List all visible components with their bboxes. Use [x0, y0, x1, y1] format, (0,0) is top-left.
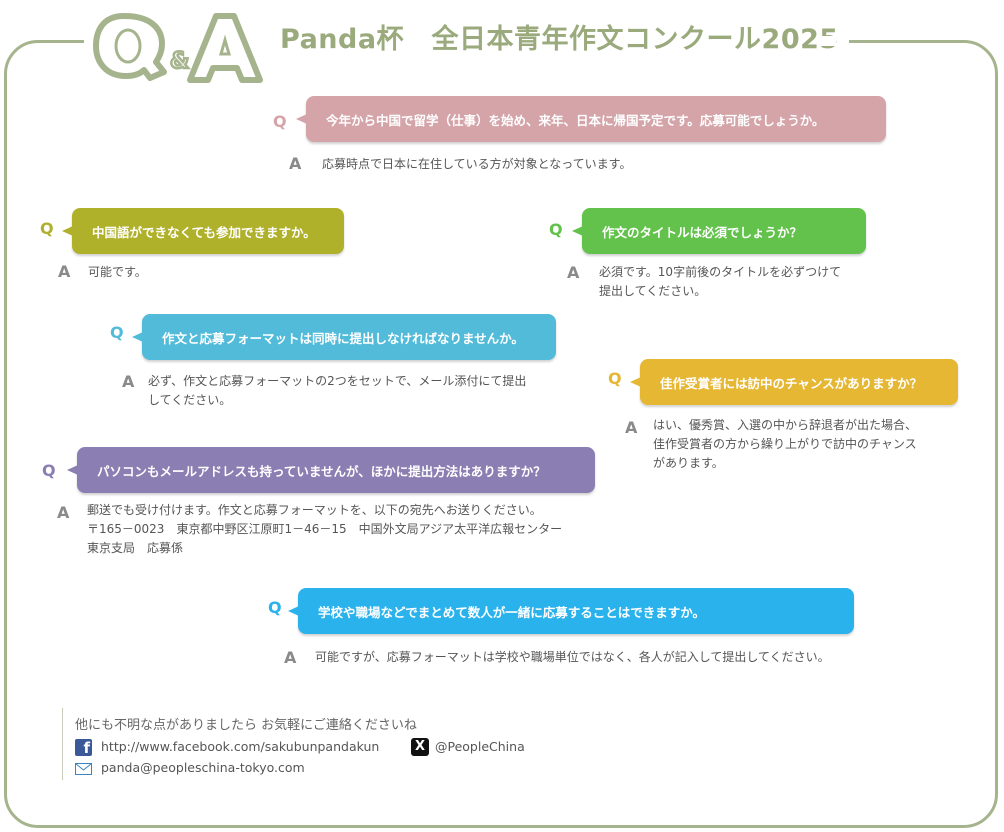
question-text: 佳作受賞者には訪中のチャンスがありますか？	[660, 375, 923, 391]
a-label: A	[284, 648, 297, 667]
question-text: 作文のタイトルは必須でしょうか？	[602, 224, 803, 240]
answer-line: 必ず、作文と応募フォーマットの2つをセットで、メール添付にて提出	[148, 374, 527, 388]
q-label: Q	[40, 219, 54, 238]
answer-line: 応募時点で日本に在住している方が対象となっています。	[322, 157, 632, 171]
a-label: A	[58, 262, 71, 281]
answer-line: 必須です。10字前後のタイトルを必ずつけて	[599, 265, 842, 279]
answer-line: 提出してください。	[599, 284, 707, 298]
title-gap	[820, 36, 836, 46]
facebook-icon[interactable]: f	[75, 739, 92, 756]
question-bubble: 佳作受賞者には訪中のチャンスがありますか？	[630, 359, 958, 405]
answer-text: 必須です。10字前後のタイトルを必ずつけて 提出してください。	[599, 263, 841, 301]
answer-line: 〒165－0023 東京都中野区江原町1－46－15 中国外文局アジア太平洋広報…	[87, 522, 563, 536]
q-label: Q	[110, 323, 124, 342]
question-text: 中国語ができなくても参加できますか。	[92, 224, 316, 240]
question-text: 作文と応募フォーマットは同時に提出しなければなりませんか。	[162, 330, 524, 346]
question-text: パソコンもメールアドレスも持っていませんが、ほかに提出方法はありますか？	[97, 463, 546, 479]
answer-line: 可能です。	[88, 265, 147, 279]
contact-intro: 他にも不明な点がありましたら お気軽にご連絡くださいね	[75, 718, 417, 733]
email-link[interactable]: panda@peopleschina-tokyo.com	[101, 760, 305, 775]
a-label: A	[567, 263, 580, 282]
question-text: 学校や職場などでまとめて数人が一緒に応募することはできますか。	[318, 604, 706, 620]
x-handle-link[interactable]: @PeopleChina	[435, 739, 525, 754]
answer-text: 郵送でも受け付けます。作文と応募フォーマットを、以下の宛先へお送りください。 〒…	[87, 501, 562, 558]
answer-line: 郵送でも受け付けます。作文と応募フォーマットを、以下の宛先へお送りください。	[87, 503, 542, 517]
answer-text: 必ず、作文と応募フォーマットの2つをセットで、メール添付にて提出 してください。	[148, 372, 526, 410]
question-bubble: 今年から中国で留学（仕事）を始め、来年、日本に帰国予定です。応募可能でしょうか。	[296, 96, 886, 142]
q-label: Q	[608, 369, 622, 388]
question-bubble: 中国語ができなくても参加できますか。	[62, 208, 344, 254]
question-bubble: 作文のタイトルは必須でしょうか？	[572, 208, 866, 254]
question-bubble: 学校や職場などでまとめて数人が一緒に応募することはできますか。	[288, 588, 854, 634]
answer-line: 可能ですが、応募フォーマットは学校や職場単位ではなく、各人が記入して提出してくだ…	[315, 650, 830, 664]
answer-line: はい、優秀賞、入選の中から辞退者が出た場合、	[653, 418, 918, 432]
answer-text: 可能です。	[88, 263, 147, 282]
question-bubble: パソコンもメールアドレスも持っていませんが、ほかに提出方法はありますか？	[67, 447, 595, 493]
answer-line: があります。	[653, 456, 724, 470]
answer-text: はい、優秀賞、入選の中から辞退者が出た場合、 佳作受賞者の方から繰り上がりで訪中…	[653, 416, 917, 473]
question-bubble: 作文と応募フォーマットは同時に提出しなければなりませんか。	[132, 314, 556, 360]
qa-logo: &	[84, 4, 280, 88]
page-title: Panda杯 全日本青年作文コンクール2025	[280, 20, 849, 60]
q-label: Q	[549, 220, 563, 239]
q-label: Q	[268, 598, 282, 617]
x-icon[interactable]: X	[411, 738, 429, 756]
answer-text: 応募時点で日本に在住している方が対象となっています。	[322, 155, 631, 174]
a-label: A	[57, 503, 70, 522]
answer-text: 可能ですが、応募フォーマットは学校や職場単位ではなく、各人が記入して提出してくだ…	[315, 648, 830, 667]
q-label: Q	[273, 112, 287, 131]
question-text: 今年から中国で留学（仕事）を始め、来年、日本に帰国予定です。応募可能でしょうか。	[326, 112, 825, 128]
a-label: A	[625, 418, 638, 437]
svg-text:&: &	[170, 49, 189, 74]
answer-line: 佳作受賞者の方から繰り上がりで訪中のチャンス	[653, 437, 917, 451]
answer-line: 東京支局 応募係	[87, 541, 184, 555]
q-label: Q	[42, 461, 56, 480]
mail-icon[interactable]	[75, 763, 92, 775]
a-label: A	[122, 372, 135, 391]
a-label: A	[289, 154, 302, 173]
answer-line: してください。	[148, 393, 232, 407]
facebook-link[interactable]: http://www.facebook.com/sakubunpandakun	[101, 739, 380, 754]
contact-footer: 他にも不明な点がありましたら お気軽にご連絡くださいね f http://www…	[62, 708, 623, 780]
